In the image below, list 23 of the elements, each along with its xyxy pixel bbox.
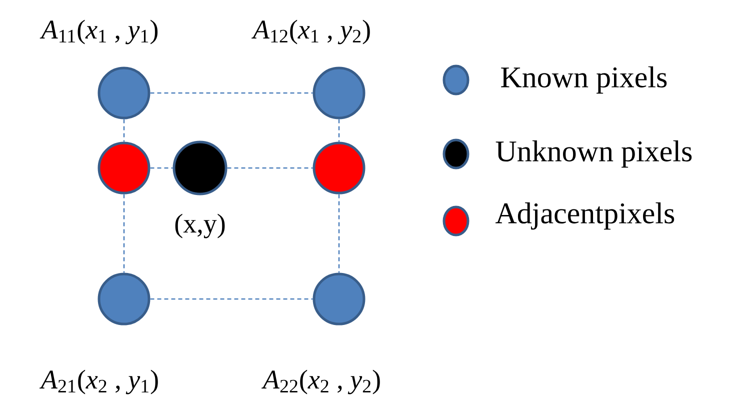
pixel-circle [312,142,366,194]
pixel-circle [98,142,150,194]
dashed-line [338,194,340,273]
dashed-line [123,194,125,273]
dashed-line [338,119,340,142]
pixel-circle [98,272,150,326]
coordinate-label: A$_{12}$(x$_{1}$ , y$_{2}$) [251,20,370,44]
coordinate-label: A$_{21}$(x$_{2}$ , y$_{1}$) [39,370,158,394]
coordinate-label: (x,y) [175,214,225,238]
legend-text: Unknown pixels [496,140,692,168]
pixel-circle [98,66,150,120]
dashed-line [150,167,173,169]
pixel-circle [312,272,366,326]
dashed-line [123,119,125,142]
dashed-line [150,298,313,300]
pixel-circle [312,66,366,120]
coordinate-label: A$_{11}$(x$_{1}$ , y$_{1}$) [40,20,158,44]
coordinate-label: A$_{22}$(x$_{2}$ , y$_{2}$) [261,370,380,394]
pixel-circle [172,140,228,196]
legend-text: Adjacentpixels [496,202,674,230]
legend-text: Known pixels [501,66,667,94]
dashed-line [150,92,313,94]
dashed-line [227,167,313,169]
